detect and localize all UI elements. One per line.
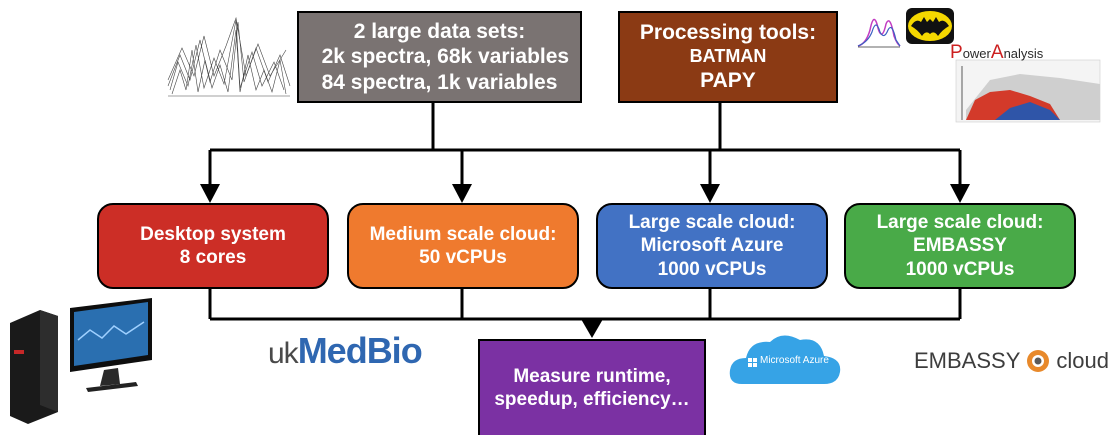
data-sets-box: 2 large data sets: 2k spectra, 68k varia… [297,11,582,103]
azure-arrowhead [700,184,720,203]
medium-cloud-box: Medium scale cloud: 50 vCPUs [347,203,579,289]
azure-cloud-box: Large scale cloud: Microsoft Azure 1000 … [596,203,828,289]
processing-tools-title: Processing tools: [639,21,817,45]
power-analysis-chart [955,59,1101,123]
power-logo-ower: ower [962,46,991,61]
desktop-cores: 8 cores [179,247,247,268]
embassy-cloud-box: Large scale cloud: EMBASSY 1000 vCPUs [844,203,1076,289]
power-logo-a: A [990,42,1004,63]
embassy-cloud-title: Large scale cloud: [876,212,1044,234]
azure-logo-text: Microsoft Azure [760,355,829,366]
measure-line-1: Measure runtime, [513,365,671,387]
measure-line-2: speedup, efficiency… [494,389,690,410]
power-logo-nalysis: nalysis [1003,46,1044,61]
azure-cloud-provider: Microsoft Azure [640,235,784,257]
data-sets-line-2: 2k spectra, 68k variables [309,45,570,69]
embassy-logo-word: EMBASSY [914,348,1021,373]
ukmedbio-logo: ukMedBio [268,330,423,372]
medium-cloud-title: Medium scale cloud: [369,223,557,245]
embassy-arrowhead [950,184,970,203]
desktop-system-box: Desktop system 8 cores [97,203,329,289]
medium-arrowhead [452,184,472,203]
spectrum-peaks-image [856,6,901,50]
ukmedbio-uk: uk [268,337,299,370]
processing-tools-box: Processing tools: BATMAN PAPY [618,11,838,103]
azure-cloud-vcpus: 1000 vCPUs [657,258,767,280]
embassy-logo: EMBASSY cloud [914,348,1109,374]
embassy-cloud-provider: EMBASSY [913,235,1007,257]
measure-arrowhead [581,319,603,338]
desktop-computer-image [10,298,152,424]
medium-cloud-vcpus: 50 vCPUs [419,247,507,268]
desktop-arrowhead [200,184,220,203]
data-sets-line-3: 84 spectra, 1k variables [321,70,558,94]
measure-box: Measure runtime, speedup, efficiency… [478,339,706,435]
desktop-title: Desktop system [140,223,286,245]
data-sets-title: 2 large data sets: [353,19,526,43]
azure-cloud-logo [729,335,841,384]
embassy-cloud-vcpus: 1000 vCPUs [905,258,1015,280]
azure-cloud-title: Large scale cloud: [628,212,796,234]
power-logo-p: P [950,42,963,63]
ukmedbio-main: MedBio [297,330,423,371]
spectra-stack-image [167,16,291,97]
power-analysis-logo: PowerAnalysis [950,42,1043,64]
embassy-logo-cloud: cloud [1056,348,1109,373]
embassy-cloud-icon [1027,350,1050,372]
tool-batman: BATMAN [689,46,767,67]
batman-logo [906,8,954,44]
tool-papy: PAPY [700,68,756,92]
